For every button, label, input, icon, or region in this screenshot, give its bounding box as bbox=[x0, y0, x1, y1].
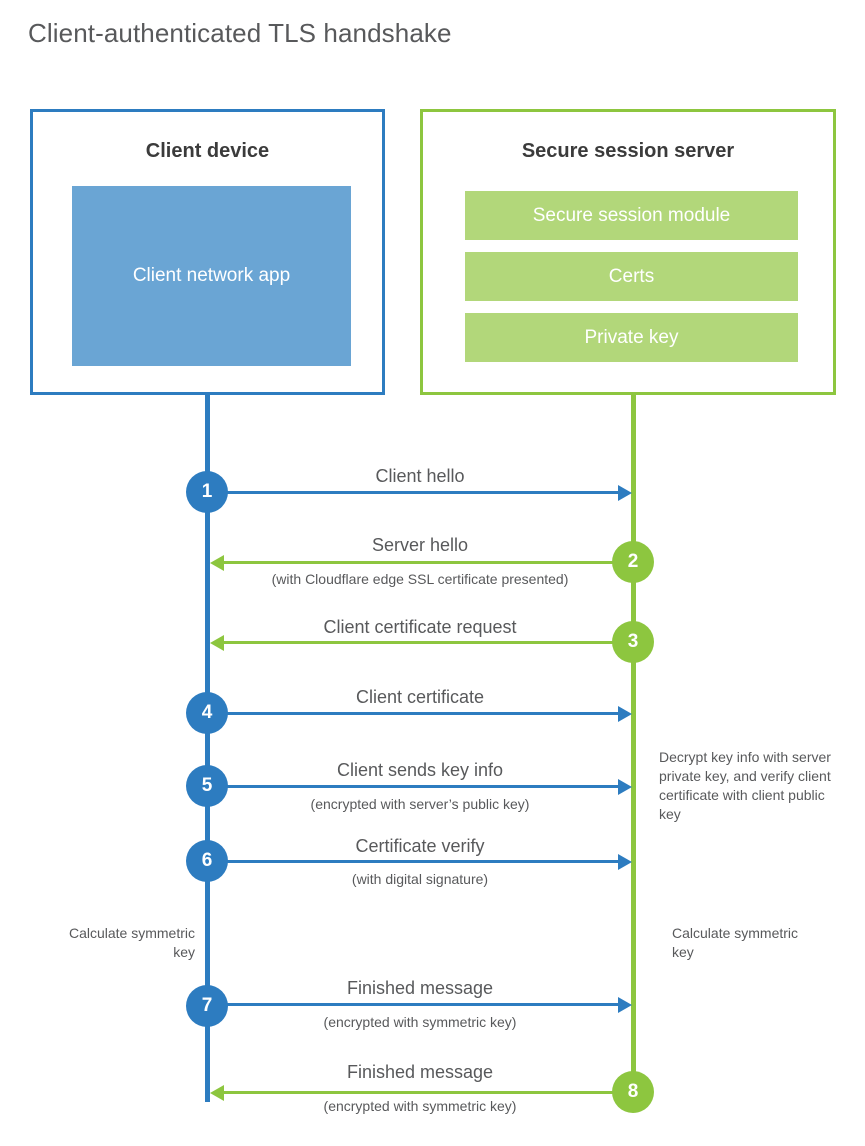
step-1-arrow-head bbox=[618, 485, 632, 501]
step-circle-6: 6 bbox=[186, 840, 228, 882]
server-lifeline bbox=[631, 392, 636, 1094]
step-1-primary-label: Client hello bbox=[375, 466, 465, 486]
step-1-arrow-line bbox=[210, 491, 622, 494]
step-circle-8: 8 bbox=[612, 1071, 654, 1113]
secure-session-server-box: Secure session server Secure session mod… bbox=[420, 109, 836, 395]
page-title: Client-authenticated TLS handshake bbox=[28, 18, 452, 48]
client-network-app-block: Client network app bbox=[72, 186, 351, 366]
step-6-secondary-label: (with digital signature) bbox=[351, 871, 489, 887]
client-device-title: Client device bbox=[145, 140, 270, 162]
server-decrypt-note: Decrypt key info with server private key… bbox=[659, 749, 831, 822]
step-7-primary-label: Finished message bbox=[346, 978, 494, 998]
step-5-primary-label: Client sends key info bbox=[336, 760, 504, 780]
step-6-arrow-head bbox=[618, 854, 632, 870]
secure-session-server-title: Secure session server bbox=[521, 140, 735, 162]
step-circle-1: 1 bbox=[186, 471, 228, 513]
step-6-primary-label: Certificate verify bbox=[355, 836, 485, 856]
step-5-arrow-line bbox=[210, 785, 622, 788]
step-4-primary-label: Client certificate bbox=[355, 687, 485, 707]
step-3-arrow-head bbox=[210, 635, 224, 651]
step-8-primary-label: Finished message bbox=[346, 1062, 494, 1082]
step-2-secondary-label: (with Cloudflare edge SSL certificate pr… bbox=[271, 571, 569, 587]
step-8-secondary-label: (encrypted with symmetric key) bbox=[323, 1098, 517, 1114]
server-block-certs: Certs bbox=[465, 252, 798, 301]
step-circle-4: 4 bbox=[186, 692, 228, 734]
server-calculate-symmetric-key-note: Calculate symmetric key bbox=[672, 925, 799, 960]
step-8-arrow-head bbox=[210, 1085, 224, 1101]
step-circle-7: 7 bbox=[186, 985, 228, 1027]
step-4-arrow-line bbox=[210, 712, 622, 715]
step-3-primary-label: Client certificate request bbox=[323, 617, 517, 637]
step-4-arrow-head bbox=[618, 706, 632, 722]
client-device-box: Client device Client network app bbox=[30, 109, 385, 395]
step-2-arrow-head bbox=[210, 555, 224, 571]
server-block-secure-session-module: Secure session module bbox=[465, 191, 798, 240]
step-2-primary-label: Server hello bbox=[371, 535, 469, 555]
step-circle-5: 5 bbox=[186, 765, 228, 807]
step-5-secondary-label: (encrypted with server’s public key) bbox=[310, 796, 530, 812]
server-block-private-key: Private key bbox=[465, 313, 798, 362]
step-6-arrow-line bbox=[210, 860, 622, 863]
step-circle-3: 3 bbox=[612, 621, 654, 663]
step-5-arrow-head bbox=[618, 779, 632, 795]
step-3-arrow-line bbox=[224, 641, 634, 644]
step-2-arrow-line bbox=[224, 561, 634, 564]
step-7-secondary-label: (encrypted with symmetric key) bbox=[323, 1014, 517, 1030]
step-7-arrow-head bbox=[618, 997, 632, 1013]
step-circle-2: 2 bbox=[612, 541, 654, 583]
step-7-arrow-line bbox=[210, 1003, 622, 1006]
step-8-arrow-line bbox=[224, 1091, 634, 1094]
client-lifeline bbox=[205, 392, 210, 1102]
client-calculate-symmetric-key-note: Calculate symmetric key bbox=[68, 925, 195, 960]
